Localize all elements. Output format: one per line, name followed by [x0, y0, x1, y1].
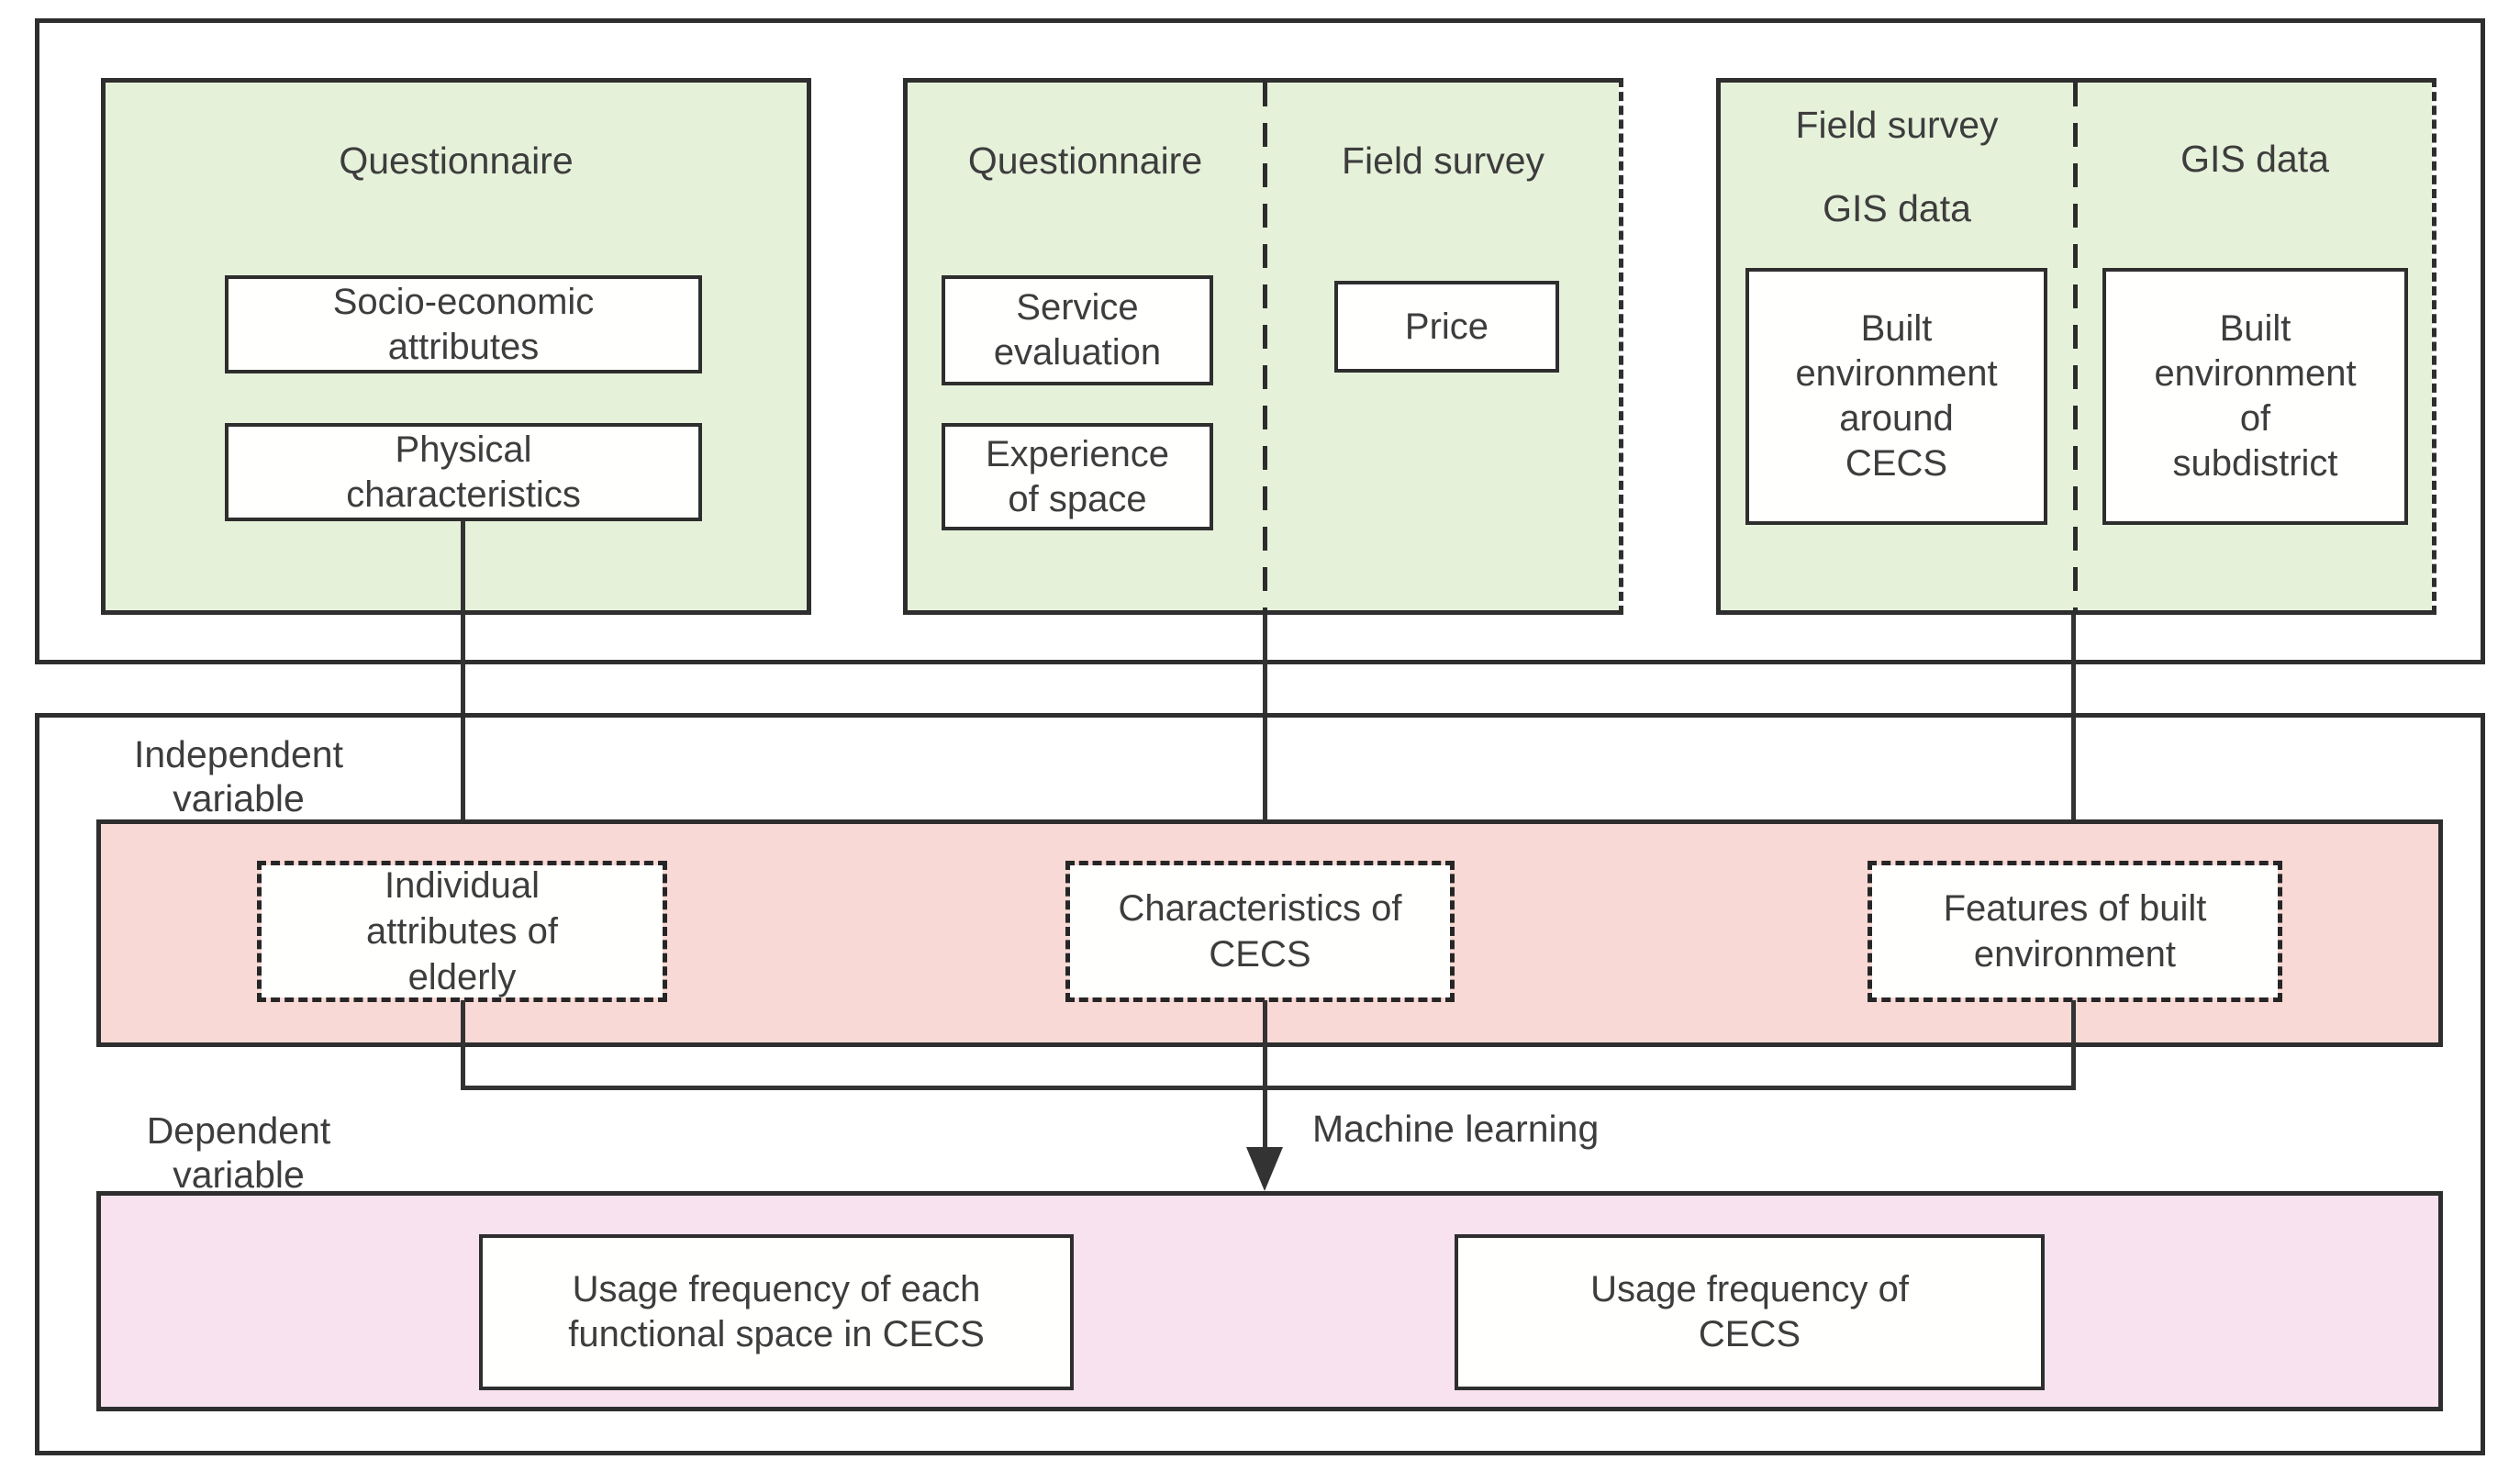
arrow-line [2071, 615, 2076, 822]
dashed-divider-icon [2073, 83, 2078, 610]
dependent-variable-item-usage-frequency-functional-space: Usage frequency of each functional space… [479, 1234, 1074, 1390]
variables-panel [35, 713, 2485, 1455]
arrowhead-icon [1246, 1147, 1283, 1191]
independent-variable-item-characteristics-of-cecs: Characteristics of CECS [1065, 861, 1455, 1002]
source-box-title: Field survey [1341, 139, 1544, 182]
data-sources-panel [35, 18, 2485, 664]
source-item-built-environment-around-cecs: Built environment around CECS [1745, 268, 2047, 525]
independent-variable-item-features-of-built-environment: Features of built environment [1868, 861, 2282, 1002]
machine-learning-label: Machine learning [1312, 1108, 1600, 1150]
connector-line [461, 1086, 2076, 1090]
dashed-divider-icon [1263, 83, 1267, 610]
source-item-socio-economic: Socio-economic attributes [225, 275, 702, 373]
source-box-title: Questionnaire [967, 139, 1203, 182]
independent-variable-item-individual-attributes: Individual attributes of elderly [257, 861, 667, 1002]
arrow-line [461, 521, 465, 822]
arrow-line [1263, 1000, 1267, 1149]
source-item-built-environment-of-subdistrict: Built environment of subdistrict [2102, 268, 2408, 525]
dependent-variable-item-usage-frequency-cecs: Usage frequency of CECS [1455, 1234, 2045, 1390]
arrow-line [1263, 615, 1267, 822]
source-item-service-evaluation: Service evaluation [942, 275, 1213, 385]
connector-line [461, 1000, 465, 1090]
source-box-title: GIS data [2180, 138, 2329, 180]
source-box-title: Field survey GIS data [1795, 104, 1999, 229]
source-box-title: Questionnaire [339, 139, 574, 182]
independent-variable-label: Independent variable [133, 733, 343, 819]
source-item-price: Price [1334, 281, 1559, 373]
source-item-experience-of-space: Experience of space [942, 423, 1213, 530]
dependent-variables-box [96, 1191, 2443, 1411]
dependent-variable-label: Dependent variable [146, 1109, 331, 1196]
source-item-physical-characteristics: Physical characteristics [225, 423, 702, 521]
connector-line [2071, 1000, 2076, 1090]
